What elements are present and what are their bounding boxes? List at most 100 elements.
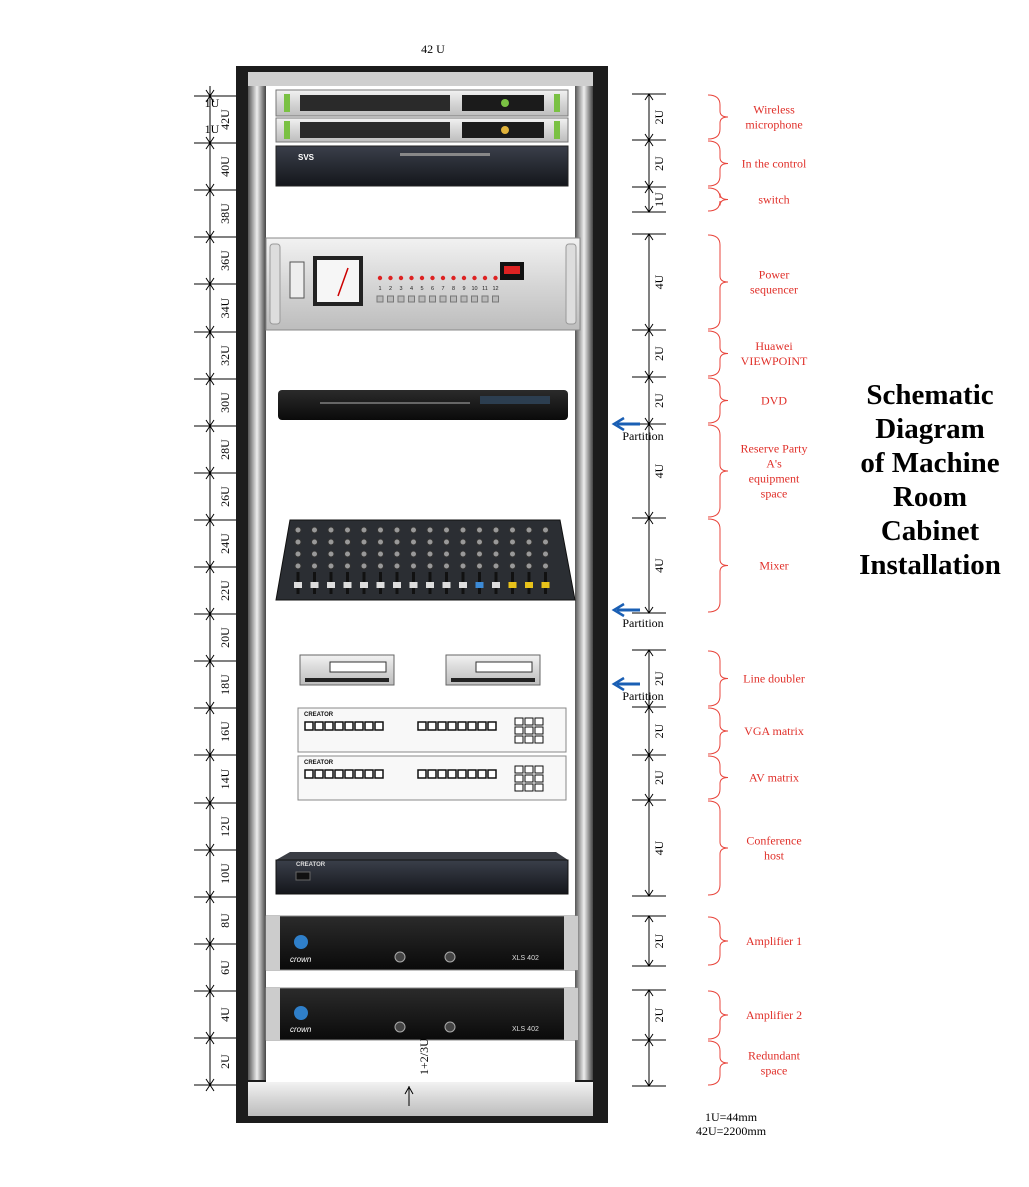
device-line-doubler-2 [445,654,541,686]
mixer-knob [360,538,368,546]
left-scale-label: 18U [218,674,232,695]
mixer-knob [492,562,500,570]
left-scale-label: 26U [218,486,232,507]
device-control-unit: SVS [275,145,569,187]
mixer-fader-cap [475,582,484,588]
dimension-arrow [644,423,654,431]
segment-size-label: 2U [652,109,666,124]
segment-label: host [764,849,785,863]
mixer-knob [294,562,302,570]
left-scale-arrow [205,1084,215,1092]
mixer-fader-cap [327,582,335,588]
left-scale-arrow [205,283,215,291]
segment-size-label: 2U [652,933,666,948]
matrix-port [524,726,534,735]
matrix-port [354,721,364,731]
mixer-knob [393,526,401,534]
mixer-knob [327,562,335,570]
sequencer-channel-number: 8 [452,286,455,292]
mixer-fader-cap [393,582,401,588]
mixer-knob [525,526,533,534]
mixer-knob [327,538,335,546]
matrix-port [447,721,457,731]
sequencer-channel-number: 10 [471,286,477,292]
segment-label: sequencer [750,283,798,297]
mixer-knob [294,538,302,546]
matrix-port [477,769,487,779]
device-conference-host: CREATOR [275,852,569,895]
device-vga-matrix: CREATOR [297,707,567,753]
sequencer-switch [460,295,468,303]
mixer-fader-cap [541,582,550,588]
matrix-port [417,721,427,731]
partition-label: Partition [622,429,663,443]
dimension-arrow [644,915,654,923]
segment-label: Amplifier 1 [746,934,802,948]
segment-size-label: 2U [652,770,666,785]
left-scale-label: 34U [218,297,232,318]
segment-size-label: 4U [652,840,666,855]
segment-label: AV matrix [749,771,799,785]
sequencer-switch [450,295,457,303]
mixer-fader-cap [409,582,418,588]
matrix-port [534,765,544,774]
segment-size-label: 2U [652,671,666,686]
device-amplifier-2: crown XLS 402 [265,987,579,1041]
segment-label: VIEWPOINT [741,354,808,368]
matrix-port [334,769,344,779]
segment-brace [707,990,729,1040]
title-line-6: Installation [859,549,1001,581]
left-scale-label: 28U [218,439,232,460]
sequencer-channel-number: 4 [410,286,413,292]
segment-label: Reserve Party [741,442,808,456]
partition-label: Partition [622,616,663,630]
sequencer-led [482,275,488,281]
matrix-port [477,721,487,731]
matrix-port [534,783,544,792]
mixer-knob [542,550,549,558]
mixer-fader-cap [492,582,500,588]
sequencer-led [472,275,477,281]
dimension-arrow [644,706,654,714]
segment-label: microphone [745,118,802,132]
creator-brand-host: CREATOR [296,862,326,868]
sequencer-switch [481,295,489,303]
segment-label: Amplifier 2 [746,1008,802,1022]
matrix-port [427,721,437,731]
amp-model-1: XLS 402 [512,955,539,962]
mixer-knob [509,526,516,534]
mixer-knob [459,550,467,558]
segment-size-label: 2U [652,393,666,408]
mixer-knob [459,538,467,546]
sequencer-led [409,275,414,281]
mixer-knob [410,538,417,546]
matrix-port [437,721,447,731]
mixer-knob [426,562,434,570]
segment-size-label: 2U [652,346,666,361]
segment-brace [707,140,729,187]
segment-label: Huawei [755,339,793,353]
matrix-port [354,769,364,779]
left-scale-arrow [205,142,215,150]
mixer-knob [344,550,351,558]
left-scale-label: 32U [218,345,232,366]
segment-brace [707,755,729,800]
mixer-knob [311,538,318,546]
bottom-spacer-label: 1+2/3U [417,1038,431,1075]
partition-label: Partition [622,689,663,703]
left-scale-arrow [205,189,215,197]
matrix-port [447,769,457,779]
svs-brand-text: SVS [298,153,315,162]
unit-note-1: 1U=44mm [704,1110,758,1124]
mixer-knob [443,526,450,534]
segment-label: equipment [749,472,800,486]
matrix-port [524,735,534,744]
matrix-port [514,726,524,735]
matrix-port [514,735,524,744]
segment-label: DVD [761,394,787,408]
mixer-knob [311,562,318,570]
